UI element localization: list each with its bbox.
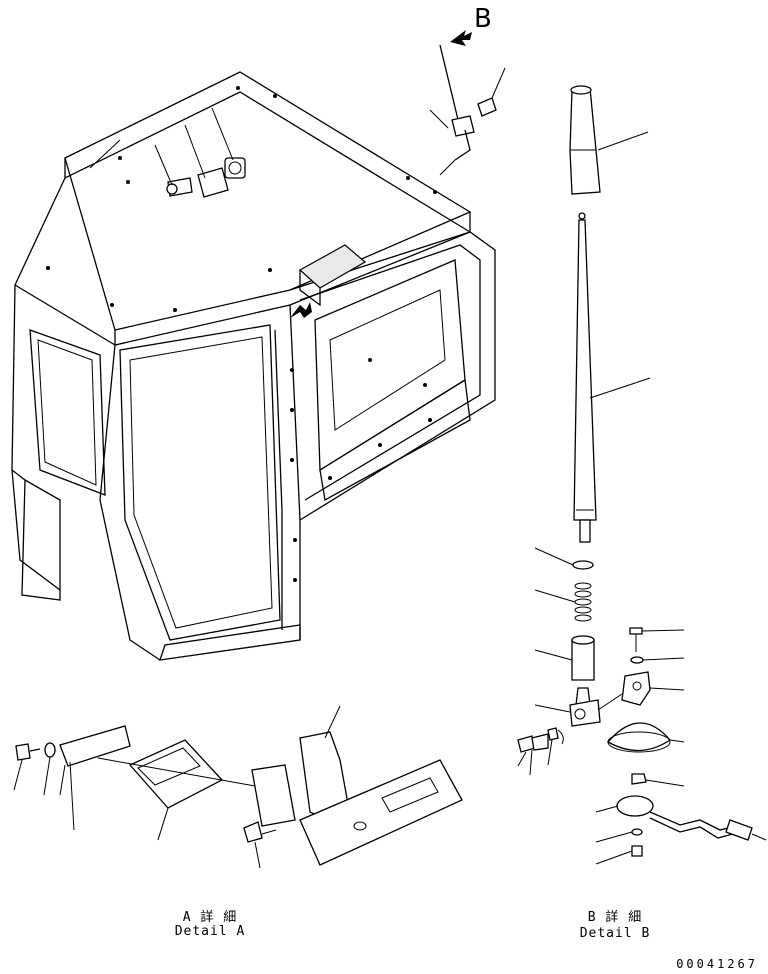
detail-a-title: A 詳 細 bbox=[182, 910, 238, 925]
detail-b-subtitle: Detail B bbox=[579, 926, 651, 941]
antenna-assembly bbox=[517, 85, 767, 865]
bracket-assembly bbox=[13, 705, 463, 869]
detail-a-subtitle: Detail A bbox=[174, 924, 246, 939]
detail-b-title: B 詳 細 bbox=[587, 910, 643, 925]
cab-frame bbox=[11, 71, 496, 661]
view-marker-b: B bbox=[474, 4, 492, 34]
document-number: 00041267 bbox=[676, 957, 758, 971]
view-arrow-b bbox=[429, 30, 506, 176]
cab-leader-lines bbox=[89, 107, 234, 186]
